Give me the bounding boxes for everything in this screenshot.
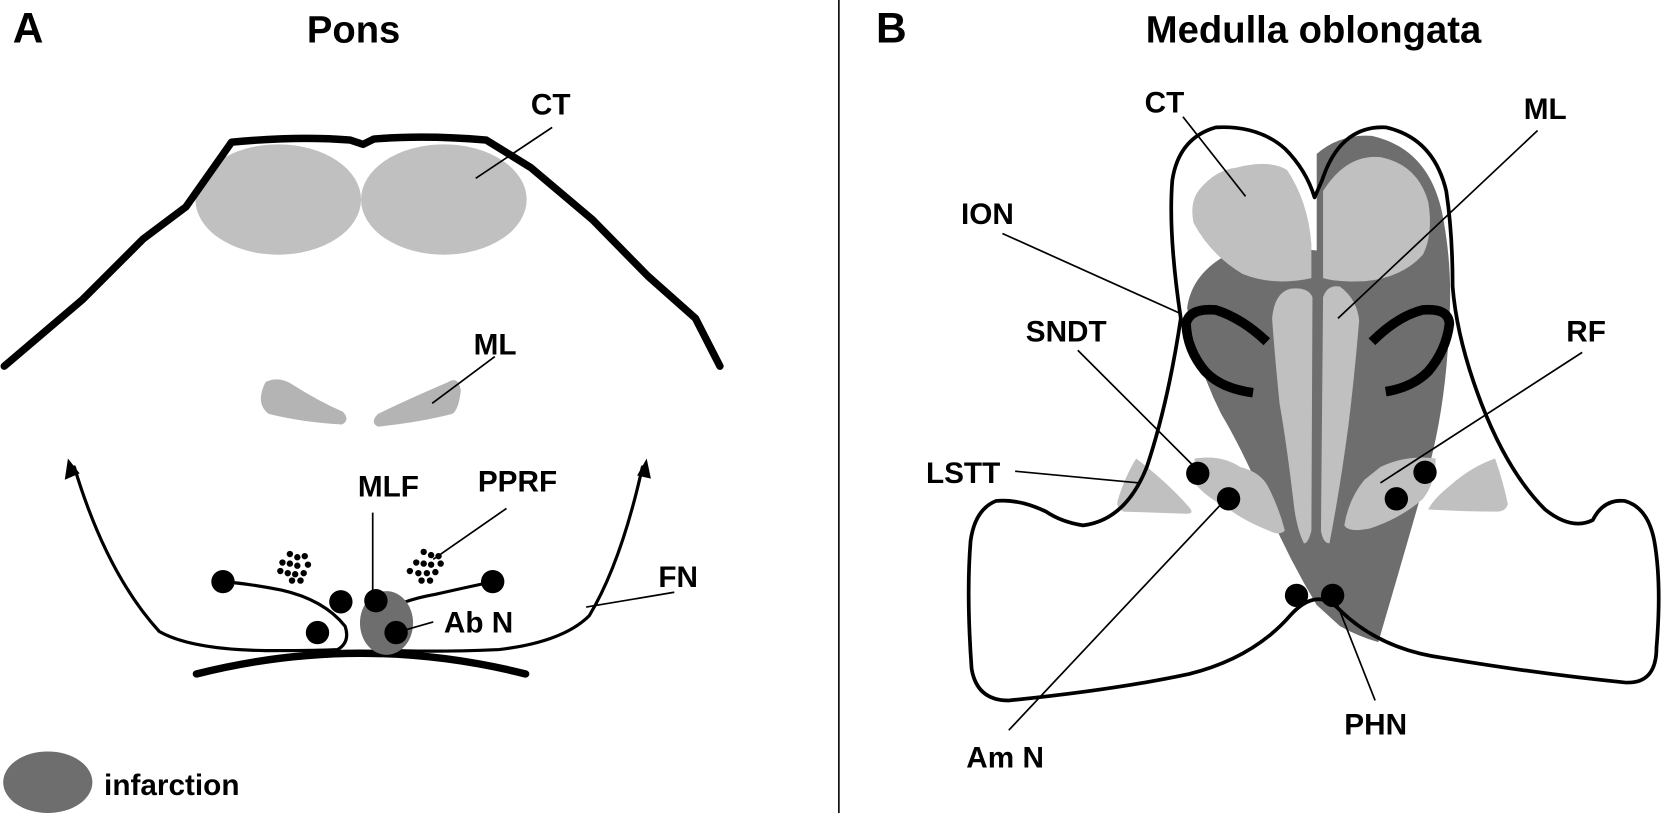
leader-ml-a — [431, 355, 496, 404]
nucleus-dot — [329, 590, 353, 614]
label-ct-b: CT — [1145, 87, 1185, 120]
panel-b-letter: B — [876, 4, 907, 51]
label-abn: Ab N — [444, 607, 513, 640]
ambiguus-nucleus-dot — [1216, 487, 1241, 511]
leader-amn — [1008, 503, 1222, 731]
label-fn: FN — [658, 561, 698, 594]
panel-a-title: Pons — [307, 8, 400, 51]
pprf-cluster-left — [277, 550, 312, 584]
sndt-dot — [1186, 461, 1210, 486]
ml-shape-left — [260, 379, 347, 425]
ct-shape-right — [1323, 156, 1430, 282]
pons-outline — [0, 133, 724, 370]
ml-shape-right — [373, 380, 461, 427]
arrow-head-right — [637, 458, 651, 479]
leader-rf — [1379, 351, 1583, 484]
label-mlf: MLF — [358, 471, 419, 504]
infarction-swatch — [3, 751, 93, 813]
panel-a-letter: A — [13, 4, 44, 51]
leader-phn — [1335, 600, 1376, 701]
pprf-cluster-right — [406, 548, 444, 584]
phn-dot-right — [1320, 583, 1345, 608]
phn-dot-left — [1284, 583, 1309, 608]
mlf-dot — [364, 589, 388, 613]
label-amn: Am N — [966, 741, 1044, 774]
arrow-head-left — [64, 458, 80, 480]
label-ml-a: ML — [474, 328, 517, 361]
leader-sndt — [1077, 349, 1196, 468]
lstt-shape-left — [1117, 458, 1192, 514]
panel-a: A Pons — [0, 4, 724, 813]
medulla-outline — [966, 125, 1661, 703]
ct-shape-left — [1192, 163, 1312, 282]
leader-ct-a — [475, 126, 553, 180]
label-sndt: SNDT — [1026, 316, 1107, 349]
nucleus-dot — [481, 569, 505, 594]
panel-b-title: Medulla oblongata — [1146, 8, 1482, 51]
nucleus-dot — [1413, 460, 1437, 484]
panel-b: B Medulla oblongata — [876, 4, 1661, 774]
leader-ct-b — [1182, 116, 1247, 197]
leader-lstt — [1015, 470, 1140, 484]
leader-abn — [403, 621, 434, 632]
facial-nerve-left — [72, 465, 349, 653]
leader-pprf — [432, 507, 507, 561]
leader-ion — [1002, 232, 1183, 315]
label-phn: PHN — [1344, 708, 1407, 741]
label-ml-b: ML — [1524, 93, 1567, 126]
ion-right — [1368, 304, 1455, 397]
legend-label-infarction: infarction — [104, 769, 239, 802]
nucleus-dot — [305, 620, 330, 645]
label-pprf: PPRF — [478, 465, 557, 498]
legend: infarction — [3, 751, 239, 813]
nucleus-dot — [1384, 487, 1409, 511]
ml-shape-right-b — [1320, 286, 1360, 544]
lstt-shape-right — [1428, 458, 1508, 512]
ct-ellipse-left — [195, 144, 362, 255]
label-lstt: LSTT — [926, 457, 1000, 490]
leader-fn — [586, 591, 675, 608]
label-ct-a: CT — [531, 89, 571, 122]
nucleus-dot — [211, 569, 235, 594]
abducens-nucleus-dot — [384, 620, 408, 645]
leader-ml-b — [1337, 129, 1539, 320]
facial-nerve-right — [365, 465, 645, 653]
ml-shape-left-b — [1272, 288, 1313, 544]
ion-left — [1181, 304, 1271, 398]
label-ion: ION — [961, 198, 1014, 231]
label-rf: RF — [1566, 316, 1606, 349]
pons-floor — [192, 649, 530, 678]
